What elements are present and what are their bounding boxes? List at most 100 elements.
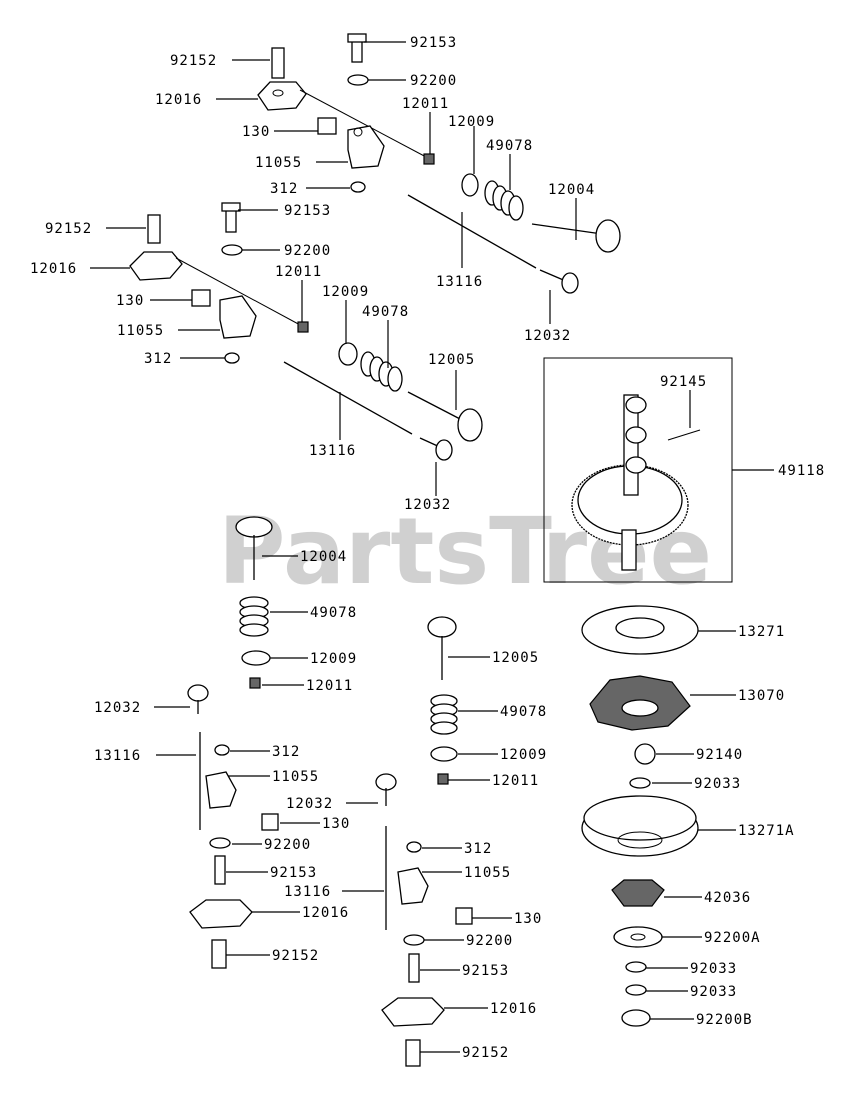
part-label: 13116 [309, 443, 356, 459]
rocker-arm-group-2 [129, 202, 483, 461]
part-label: 11055 [117, 323, 164, 339]
leader-lines [90, 41, 774, 1053]
bolt [214, 855, 226, 885]
part-label: 12011 [492, 773, 539, 789]
washer [403, 934, 425, 946]
part-label: 92153 [462, 963, 509, 979]
part-label: 12016 [302, 905, 349, 921]
part-label: 11055 [464, 865, 511, 881]
part-label: 12009 [500, 747, 547, 763]
part-label: 92152 [462, 1045, 509, 1061]
part-label: 42036 [704, 890, 751, 906]
part-label: 92145 [660, 374, 707, 390]
washer [347, 74, 369, 86]
part-label: 12011 [306, 678, 353, 694]
part-label: 92033 [694, 776, 741, 792]
part-label: 312 [144, 351, 172, 367]
pivot-stud [405, 1039, 421, 1067]
part-label: 12032 [286, 796, 333, 812]
rocker-arm [189, 899, 253, 929]
pivot-stud [211, 939, 227, 969]
stud-bolt [261, 813, 279, 831]
part-label: 92033 [690, 984, 737, 1000]
part-label: 11055 [255, 155, 302, 171]
part-label: 92153 [270, 865, 317, 881]
governor-stack [581, 605, 699, 1027]
part-label: 92200 [264, 837, 311, 853]
part-label: 12004 [300, 549, 347, 565]
part-label: 12009 [310, 651, 357, 667]
part-label: 12005 [492, 650, 539, 666]
washer [221, 244, 243, 256]
part-label: 312 [270, 181, 298, 197]
spring-retainer [241, 650, 271, 666]
circlip [625, 984, 647, 996]
part-label: 13116 [94, 748, 141, 764]
intake-valve-head [595, 219, 621, 253]
part-label: 92153 [410, 35, 457, 51]
part-label: 11055 [272, 769, 319, 785]
valve-cap [297, 321, 309, 333]
governor-nut [611, 879, 665, 907]
nut [350, 181, 366, 193]
part-label: 49118 [778, 463, 825, 479]
part-label: 12004 [548, 182, 595, 198]
ball [634, 743, 656, 765]
stud-bolt [191, 289, 211, 307]
part-label: 130 [242, 124, 270, 140]
part-label: 130 [322, 816, 350, 832]
valve-head [235, 516, 273, 538]
part-label: 49078 [486, 138, 533, 154]
part-label: 49078 [362, 304, 409, 320]
stud-bolt [455, 907, 473, 925]
part-label: 13271 [738, 624, 785, 640]
guide-plate [205, 771, 237, 809]
part-label: 92200A [704, 930, 761, 946]
valve-cap [437, 773, 449, 785]
circlip [629, 777, 651, 789]
part-label: 92200 [284, 243, 331, 259]
rocker-arm [381, 997, 445, 1027]
part-label: 12032 [94, 700, 141, 716]
part-label: 92153 [284, 203, 331, 219]
spring-retainer [461, 173, 479, 197]
part-labels: 92153 92152 92200 12016 12011 130 12009 … [30, 35, 825, 1061]
valve-spring [239, 596, 269, 637]
part-label: 92140 [696, 747, 743, 763]
valve-spring [360, 351, 403, 392]
valve-spring [484, 180, 524, 221]
nut [406, 841, 422, 853]
part-label: 92200 [410, 73, 457, 89]
cam-spring [667, 429, 701, 441]
washer [209, 837, 231, 849]
part-label: 12016 [490, 1001, 537, 1017]
stud-bolt [317, 117, 337, 135]
part-label: 13070 [738, 688, 785, 704]
tappet [187, 684, 209, 702]
guide-plate [347, 125, 385, 169]
part-label: 12009 [322, 284, 369, 300]
part-label: 92033 [690, 961, 737, 977]
part-label: 130 [116, 293, 144, 309]
rocker-arm [257, 81, 307, 111]
pivot-stud [271, 47, 285, 79]
part-label: 312 [464, 841, 492, 857]
part-label: 92200B [696, 1012, 753, 1028]
part-label: 130 [514, 911, 542, 927]
part-label: 312 [272, 744, 300, 760]
tappet [435, 439, 453, 461]
part-label: 12032 [404, 497, 451, 513]
nut [214, 744, 230, 756]
part-label: 13116 [436, 274, 483, 290]
tappet [375, 773, 397, 791]
rocker-arm-group-1 [257, 33, 621, 294]
valve-column-right [375, 616, 473, 1067]
part-label: 12016 [30, 261, 77, 277]
tappet [561, 272, 579, 294]
rocker-arm [129, 251, 183, 281]
nut [224, 352, 240, 364]
circlip [625, 961, 647, 973]
part-label: 92152 [45, 221, 92, 237]
